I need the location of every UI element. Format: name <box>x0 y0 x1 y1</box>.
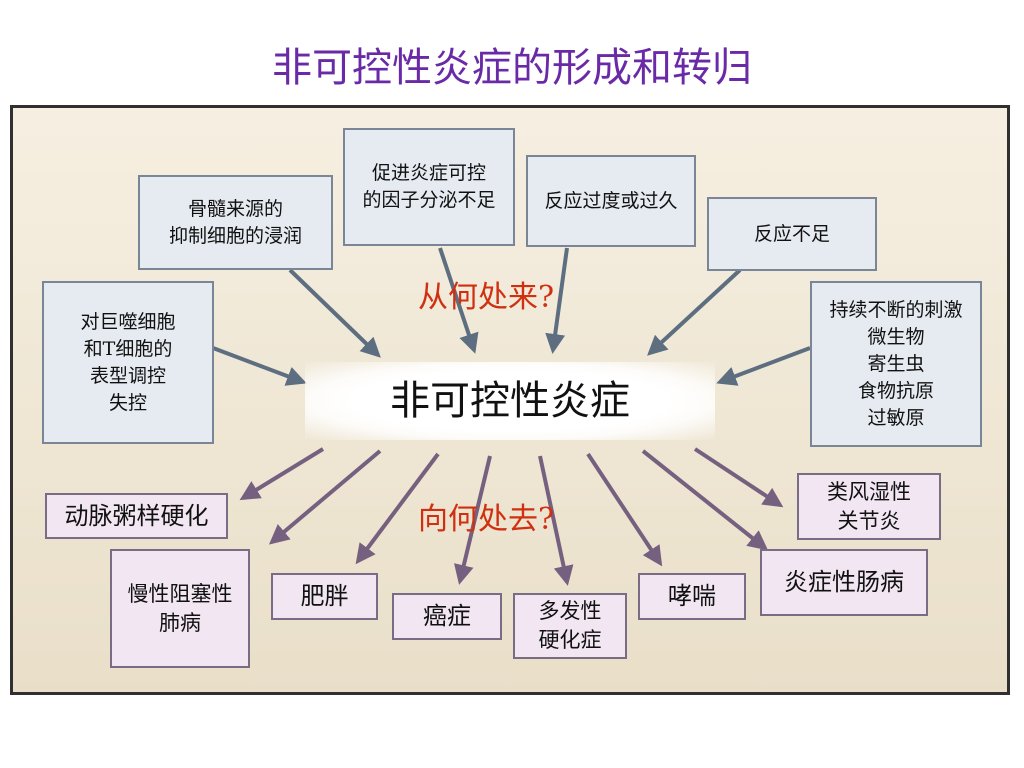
arrow-atherosclerosis <box>239 447 325 501</box>
arrow-bone-marrow <box>288 268 381 358</box>
cause-persistent-stimuli: 持续不断的刺激 微生物 寄生虫 食物抗原 过敏原 <box>810 281 982 447</box>
cause-macrophage-tcell: 对巨噬细胞 和T细胞的 表型调控 失控 <box>42 281 214 444</box>
arrow-asthma <box>586 452 663 567</box>
arrow-macrophage <box>212 346 307 386</box>
outcome-rheumatoid-arthritis: 类风湿性 关节炎 <box>797 473 941 540</box>
arrow-cancer <box>454 455 492 585</box>
arrow-ra <box>693 447 784 508</box>
outcome-multiple-sclerosis: 多发性 硬化症 <box>513 593 627 659</box>
cause-insufficient-response: 反应不足 <box>707 197 877 271</box>
outcome-atherosclerosis: 动脉粥样硬化 <box>45 493 228 539</box>
question-to: 向何处去? <box>418 502 555 537</box>
arrow-ms <box>538 455 574 586</box>
page-title: 非可控性炎症的形成和转归 <box>272 45 752 91</box>
cause-bone-marrow-suppressor: 骨髓来源的 抑制细胞的浸润 <box>138 175 333 270</box>
outcome-cancer: 癌症 <box>392 593 502 640</box>
arrow-insufficient <box>647 268 742 356</box>
cause-promoting-factors: 促进炎症可控 的因子分泌不足 <box>343 128 515 246</box>
outcome-copd: 慢性阻塞性 肺病 <box>110 549 250 668</box>
outcome-asthma: 哮喘 <box>638 573 746 620</box>
question-from: 从何处来? <box>418 280 555 315</box>
arrow-stimuli <box>716 346 811 386</box>
arrow-excessive <box>545 247 569 354</box>
arrow-ibd <box>641 449 769 551</box>
outcome-ibd: 炎症性肠病 <box>760 549 928 616</box>
outcome-obesity: 肥胖 <box>271 573 378 620</box>
cause-excessive-response: 反应过度或过久 <box>526 155 696 247</box>
center-glow <box>305 362 715 440</box>
arrow-obesity <box>355 452 440 565</box>
arrow-copd <box>268 449 382 545</box>
arrow-promoting <box>438 247 479 354</box>
center-node: 非可控性炎症 <box>390 378 630 424</box>
